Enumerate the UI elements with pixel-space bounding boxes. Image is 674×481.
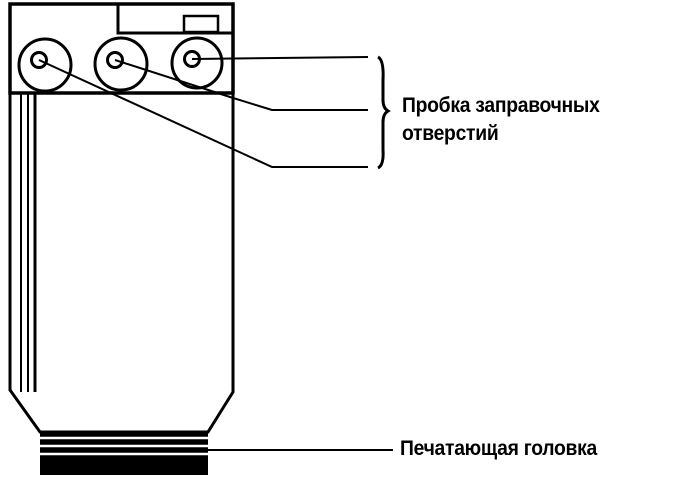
cartridge-top-section <box>8 2 235 95</box>
filler-caps-label-line2: отверстий <box>402 122 499 145</box>
filler-cap-1 <box>17 37 73 93</box>
print-head-label: Печатающая головка <box>400 437 598 460</box>
leader-lines <box>38 56 393 451</box>
filler-cap-2 <box>93 36 149 92</box>
filler-caps-label-line1: Пробка заправочных <box>402 94 600 117</box>
brace <box>377 55 391 170</box>
print-head <box>40 432 208 475</box>
cartridge-body <box>8 93 235 434</box>
